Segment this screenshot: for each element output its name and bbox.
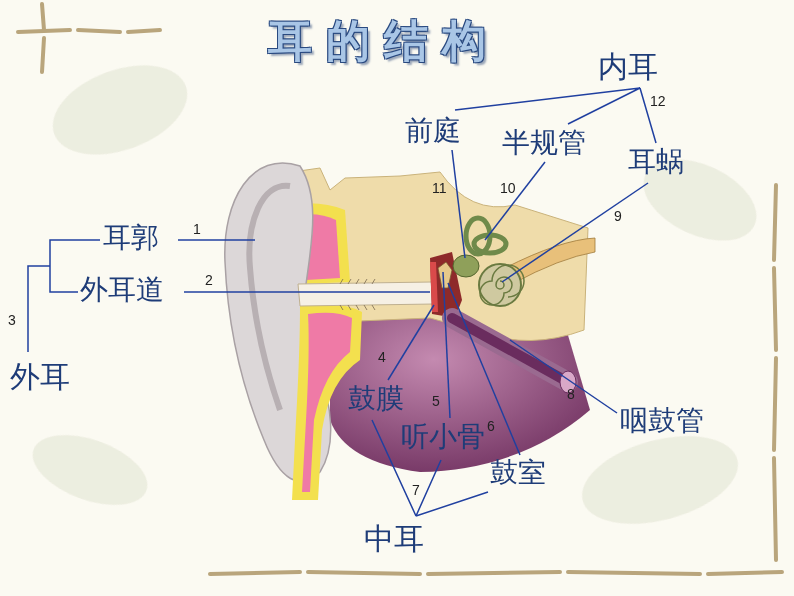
leader-line bbox=[178, 239, 255, 241]
group-label: 中耳 bbox=[364, 522, 424, 557]
leader-lines bbox=[28, 88, 656, 516]
canal-loop bbox=[474, 235, 506, 253]
part-label: 听小骨 bbox=[401, 421, 485, 453]
leaf bbox=[23, 421, 156, 518]
hair bbox=[340, 279, 375, 310]
frame-bar bbox=[18, 30, 160, 32]
leader-line bbox=[452, 150, 465, 258]
background-leaves bbox=[23, 48, 769, 539]
part-label: 外耳道 bbox=[80, 274, 164, 306]
decorative-frame bbox=[18, 4, 782, 574]
leader-line bbox=[388, 305, 434, 380]
leader-line bbox=[443, 272, 450, 418]
frame-bar bbox=[210, 572, 782, 574]
diagram-title: 耳的结构 bbox=[268, 16, 500, 67]
part-label: 咽鼓管 bbox=[620, 405, 704, 437]
frame-bar bbox=[42, 4, 44, 72]
callout-number: 12 bbox=[650, 93, 666, 109]
part-label: 耳蜗 bbox=[628, 146, 684, 178]
part-label: 鼓膜 bbox=[348, 383, 404, 415]
leaf bbox=[572, 421, 747, 540]
group-label: 内耳 bbox=[598, 50, 658, 85]
cochlea bbox=[479, 264, 521, 306]
callout-number: 10 bbox=[500, 180, 516, 196]
ear-canal bbox=[298, 282, 434, 306]
leader-line bbox=[502, 183, 648, 282]
group-label: 外耳 bbox=[10, 360, 70, 395]
callout-number: 2 bbox=[205, 272, 213, 288]
canal-hairs bbox=[340, 279, 375, 310]
frame-bar bbox=[774, 185, 776, 560]
eustachian-tube bbox=[452, 318, 568, 382]
part-label: 前庭 bbox=[405, 115, 461, 147]
auricle-fold bbox=[249, 186, 290, 410]
leader-line bbox=[485, 162, 545, 240]
leader-line bbox=[184, 291, 430, 293]
callout-number: 3 bbox=[8, 312, 16, 328]
part-label: 鼓室 bbox=[490, 457, 546, 489]
callout-number: 11 bbox=[432, 180, 447, 196]
ossicles bbox=[438, 262, 452, 288]
part-label: 耳郭 bbox=[103, 222, 159, 254]
callout-number: 7 bbox=[412, 482, 420, 498]
vestibule bbox=[453, 255, 479, 277]
semicircular-canals bbox=[466, 218, 506, 254]
callout-number: 8 bbox=[567, 386, 575, 402]
callout-number: 6 bbox=[487, 418, 495, 434]
callout-number: 4 bbox=[378, 349, 386, 365]
leader-line bbox=[510, 340, 617, 413]
callout-number: 1 bbox=[193, 221, 201, 237]
part-label: 半规管 bbox=[502, 127, 586, 159]
cartilage-section bbox=[302, 313, 352, 492]
callout-number: 9 bbox=[614, 208, 622, 224]
middle-ear-bracket bbox=[372, 420, 488, 516]
eardrum bbox=[430, 262, 438, 312]
callout-number: 5 bbox=[432, 393, 440, 409]
eustachian-tube-lumen bbox=[452, 318, 568, 382]
leaf bbox=[41, 48, 200, 171]
